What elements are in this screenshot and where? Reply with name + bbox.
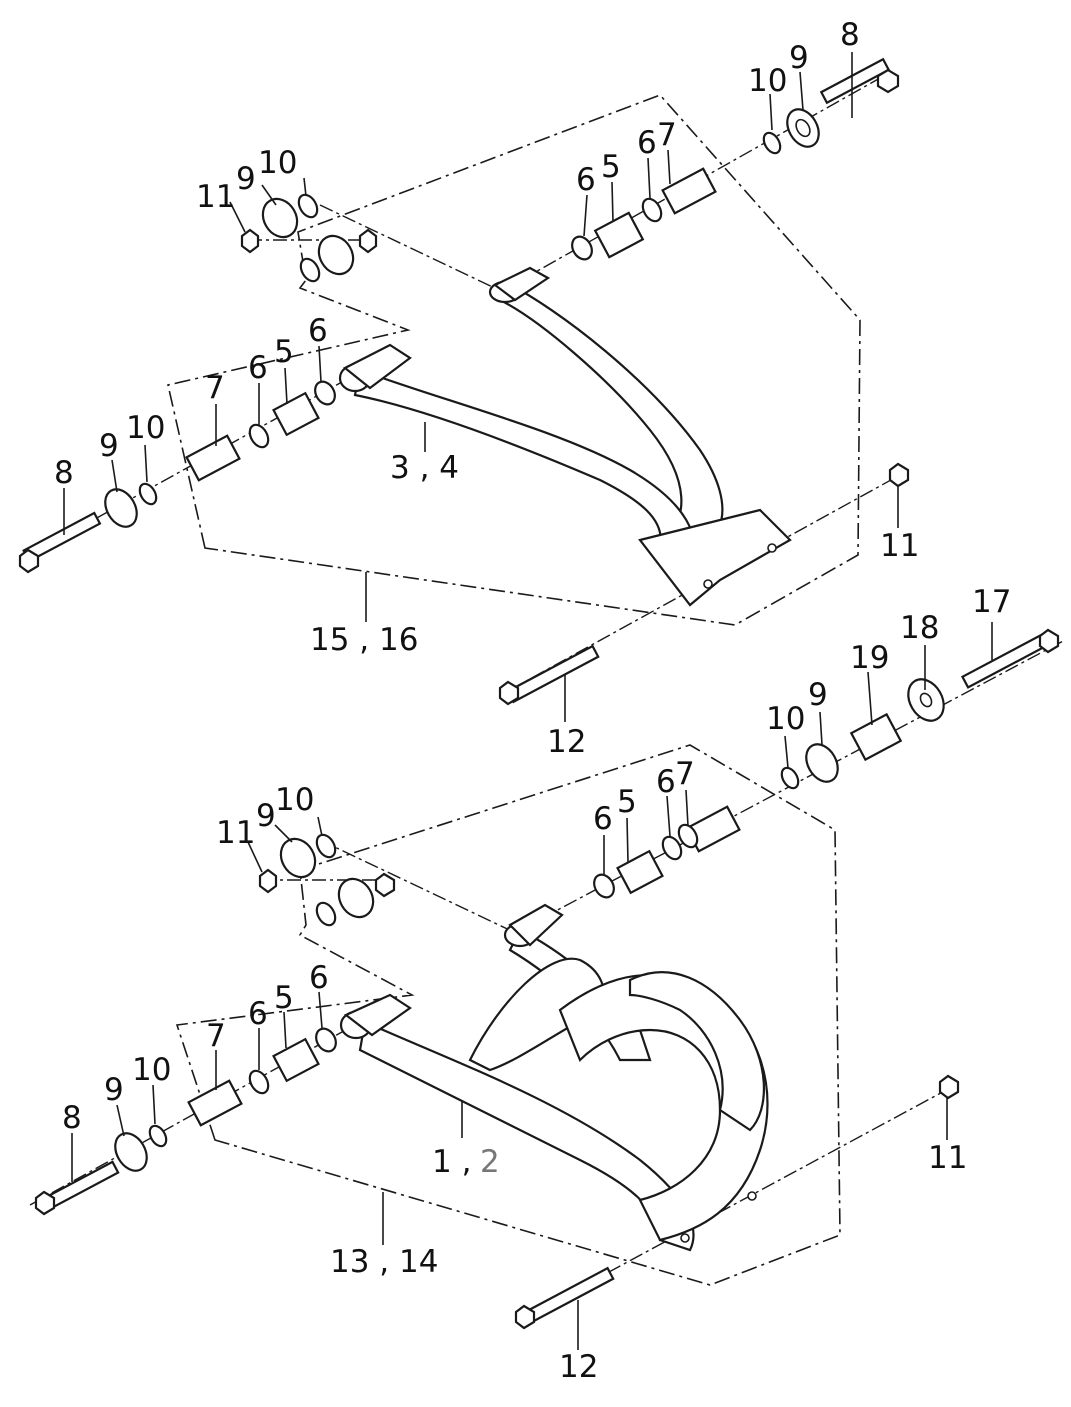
callout-10: 10: [748, 63, 787, 99]
callout-8: 8: [840, 17, 860, 53]
callout-8: 8: [54, 455, 74, 491]
callout-12: 12: [559, 1349, 598, 1385]
callout-11: 11: [216, 815, 255, 851]
lower-callouts: 17 18 19 9 10 6 5 6 7 11 9 10 7 6 5 6 8 …: [62, 584, 1011, 1385]
callout-7: 7: [657, 117, 677, 153]
callout-6: 6: [309, 960, 329, 996]
callout-arm-1: 1 ,: [432, 1144, 471, 1180]
upper-a-arm-assembly: 8 9 10 6 5 6 7 11 9 10 7 6 5 6 8 9 10 3 …: [18, 17, 919, 760]
upper-balljoint-hardware: [498, 462, 910, 706]
upper-left-link-hardware: [240, 193, 378, 283]
callout-assembly-13-14: 13 , 14: [330, 1244, 438, 1280]
upper-right-hardware: [571, 57, 900, 261]
callout-11: 11: [196, 179, 235, 215]
callout-11: 11: [880, 528, 919, 564]
callout-arm-3-4: 3 , 4: [390, 450, 459, 486]
callout-9: 9: [236, 161, 256, 197]
lower-right-hardware: [593, 628, 1060, 899]
callout-7: 7: [205, 370, 225, 406]
callout-10: 10: [766, 701, 805, 737]
callout-8: 8: [62, 1100, 82, 1136]
lower-a-arm: [339, 903, 769, 1252]
callout-9: 9: [256, 798, 276, 834]
callout-assembly-15-16: 15 , 16: [310, 622, 418, 658]
callout-5: 5: [617, 784, 637, 820]
callout-6: 6: [593, 801, 613, 837]
upper-callouts: 8 9 10 6 5 6 7 11 9 10 7 6 5 6 8 9 10 3 …: [54, 17, 919, 760]
callout-9: 9: [99, 428, 119, 464]
callout-6: 6: [308, 313, 328, 349]
callout-arm-2: 2: [480, 1144, 500, 1180]
upper-link-axis: [319, 204, 521, 301]
callout-7: 7: [206, 1018, 226, 1054]
callout-18: 18: [900, 610, 939, 646]
upper-assembly-boundary: [167, 94, 861, 626]
callout-10: 10: [275, 782, 314, 818]
callout-6: 6: [576, 162, 596, 198]
callout-17: 17: [972, 584, 1011, 620]
lower-a-arm-assembly: 17 18 19 9 10 6 5 6 7 11 9 10 7 6 5 6 8 …: [29, 584, 1066, 1385]
callout-10: 10: [126, 410, 165, 446]
callout-6: 6: [248, 350, 268, 386]
lower-balljoint-hardware: [514, 1074, 960, 1330]
callout-19: 19: [850, 640, 889, 676]
upper-leader-lines: [63, 52, 899, 722]
callout-9: 9: [104, 1072, 124, 1108]
callout-5: 5: [274, 334, 294, 370]
callout-5: 5: [274, 980, 294, 1016]
lower-left-hardware: [34, 1027, 337, 1216]
callout-10: 10: [258, 145, 297, 181]
lower-left-link-hardware: [258, 833, 396, 927]
upper-a-arm: [338, 266, 792, 607]
callout-12: 12: [547, 724, 586, 760]
callout-11: 11: [928, 1140, 967, 1176]
callout-9: 9: [808, 677, 828, 713]
callout-9: 9: [789, 40, 809, 76]
callout-6: 6: [248, 996, 268, 1032]
callout-10: 10: [132, 1052, 171, 1088]
upper-left-hardware: [18, 380, 336, 574]
callout-6: 6: [637, 125, 657, 161]
lower-link-axis: [319, 839, 521, 936]
callout-5: 5: [601, 149, 621, 185]
callout-6: 6: [656, 764, 676, 800]
lower-leader-lines: [71, 622, 993, 1350]
callout-7: 7: [675, 756, 695, 792]
